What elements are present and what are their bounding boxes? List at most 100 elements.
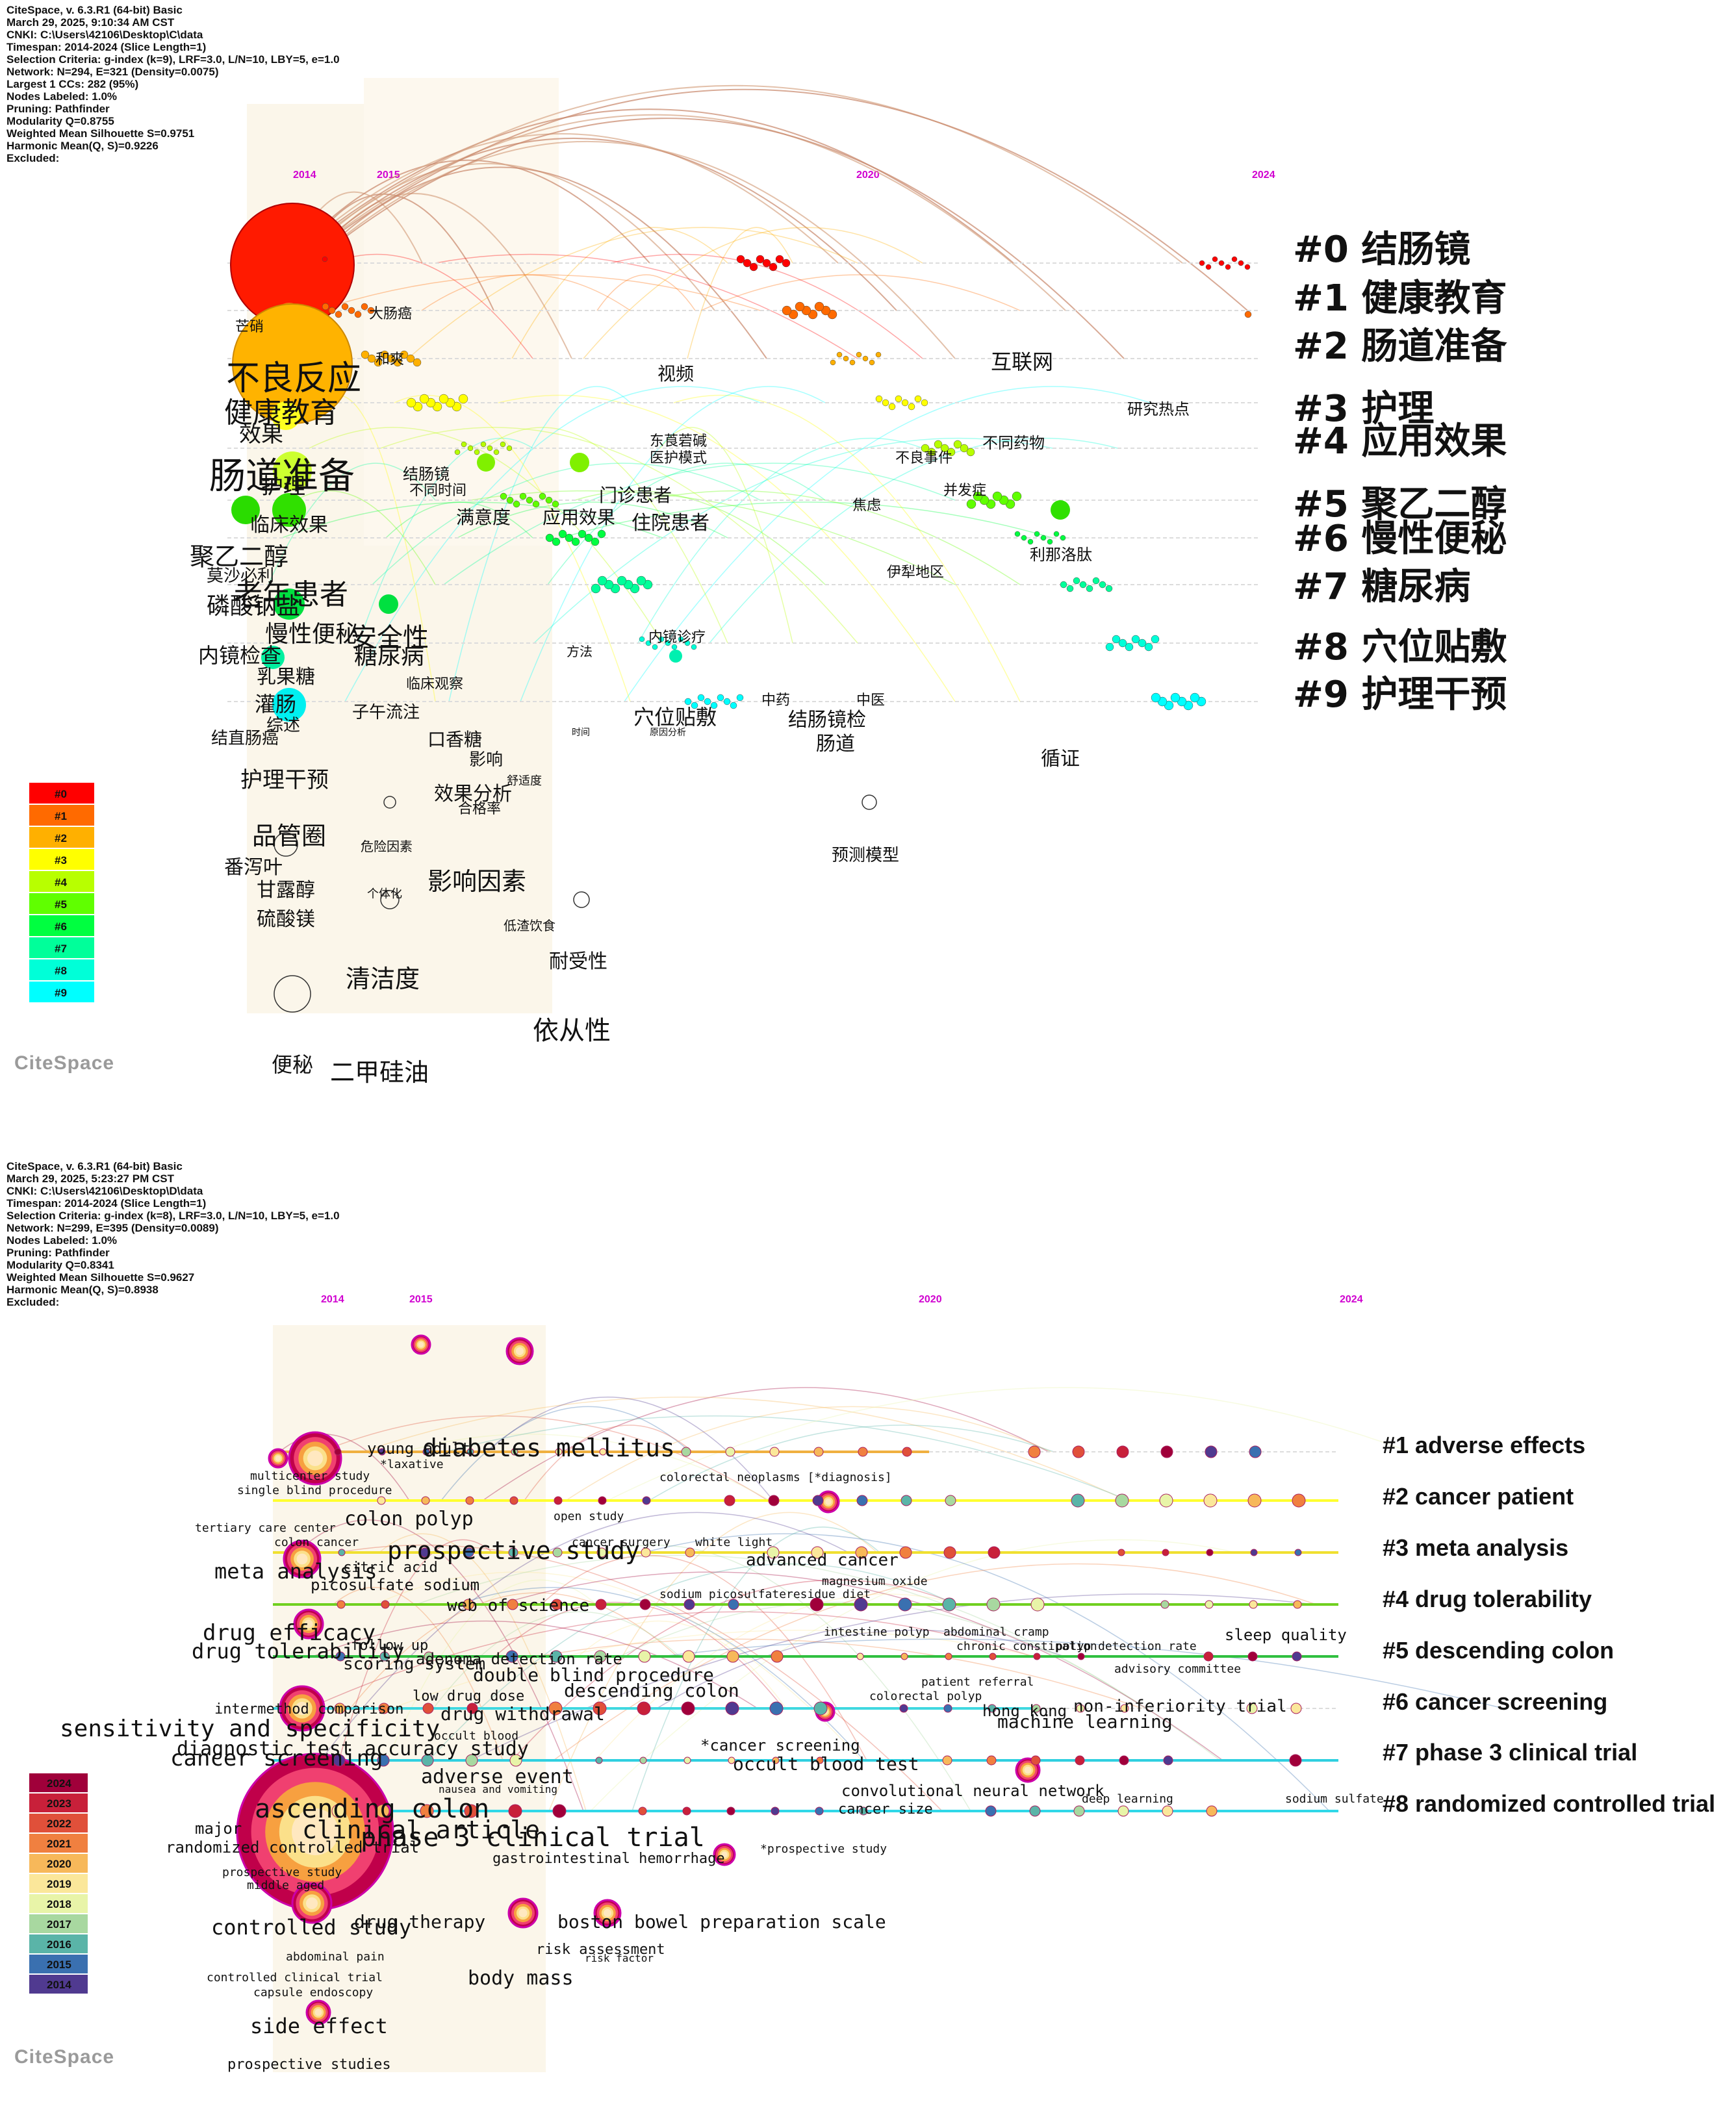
keyword-node[interactable] — [725, 1701, 739, 1716]
keyword-node[interactable] — [1244, 264, 1251, 270]
keyword-node[interactable] — [1205, 1445, 1218, 1458]
keyword-node[interactable] — [682, 1806, 691, 1816]
keyword-node[interactable] — [775, 255, 784, 264]
keyword-node[interactable] — [1151, 692, 1161, 703]
keyword-node[interactable] — [730, 702, 737, 709]
keyword-node[interactable] — [856, 1653, 864, 1660]
keyword-node[interactable] — [1118, 639, 1127, 648]
keyword-node[interactable] — [658, 636, 665, 642]
keyword-node[interactable] — [815, 1806, 824, 1816]
keyword-node[interactable] — [1119, 1755, 1129, 1766]
keyword-node[interactable] — [374, 358, 383, 367]
keyword-node[interactable] — [1247, 1651, 1258, 1662]
keyword-node-major[interactable] — [292, 1808, 338, 1855]
keyword-node[interactable] — [812, 1495, 824, 1506]
keyword-node[interactable] — [354, 311, 362, 318]
keyword-node[interactable] — [505, 1650, 518, 1663]
keyword-node[interactable] — [1170, 692, 1181, 703]
keyword-node[interactable] — [681, 1701, 695, 1716]
keyword-node[interactable] — [461, 441, 467, 448]
keyword-node[interactable] — [334, 1448, 342, 1456]
keyword-node[interactable] — [545, 533, 554, 542]
keyword-node[interactable] — [898, 1597, 912, 1612]
keyword-node[interactable] — [1249, 1445, 1262, 1458]
keyword-node[interactable] — [506, 496, 514, 504]
keyword-node[interactable] — [986, 1597, 1001, 1612]
keyword-node[interactable] — [551, 1599, 563, 1610]
keyword-node[interactable] — [685, 1547, 695, 1558]
keyword-node[interactable] — [466, 1448, 474, 1456]
keyword-node[interactable] — [571, 537, 580, 546]
keyword-node[interactable] — [813, 1701, 828, 1716]
keyword-node[interactable] — [1115, 1493, 1129, 1508]
keyword-node[interactable] — [545, 496, 553, 504]
keyword-node[interactable] — [507, 1599, 518, 1610]
keyword-node[interactable] — [1159, 1493, 1173, 1508]
keyword-node[interactable] — [1225, 264, 1231, 270]
keyword-node[interactable] — [552, 537, 561, 546]
keyword-node[interactable] — [736, 694, 744, 702]
keyword-node[interactable] — [934, 440, 943, 449]
keyword-node[interactable] — [743, 259, 752, 268]
keyword-node[interactable] — [393, 358, 402, 367]
keyword-node[interactable] — [367, 307, 375, 314]
keyword-node[interactable] — [595, 1756, 603, 1764]
keyword-node[interactable] — [772, 1756, 780, 1764]
keyword-node[interactable] — [945, 1495, 956, 1506]
keyword-node[interactable] — [1105, 642, 1114, 652]
keyword-node[interactable] — [1077, 1653, 1085, 1660]
keyword-node[interactable] — [1092, 577, 1100, 585]
keyword-node[interactable] — [500, 492, 507, 500]
keyword-node[interactable] — [942, 1755, 952, 1766]
keyword-node[interactable] — [454, 449, 461, 455]
keyword-node[interactable] — [1206, 1549, 1214, 1556]
keyword-node[interactable] — [782, 305, 792, 316]
keyword-node[interactable] — [333, 1754, 346, 1767]
keyword-node[interactable] — [584, 533, 593, 542]
keyword-node[interactable] — [966, 499, 976, 509]
keyword-node[interactable] — [1105, 585, 1113, 592]
keyword-node[interactable] — [855, 1546, 868, 1559]
keyword-node[interactable] — [639, 1756, 647, 1764]
keyword-node[interactable] — [500, 441, 506, 448]
keyword-node[interactable] — [1162, 1805, 1173, 1817]
keyword-node[interactable] — [1051, 500, 1070, 520]
keyword-node[interactable] — [1032, 1704, 1041, 1713]
keyword-node[interactable] — [854, 1597, 868, 1612]
keyword-node[interactable] — [1247, 1493, 1262, 1508]
keyword-node[interactable] — [638, 1806, 647, 1816]
keyword-node[interactable] — [691, 702, 698, 709]
keyword-node[interactable] — [516, 1347, 524, 1355]
keyword-node[interactable] — [328, 307, 336, 314]
timeline-view-english[interactable]: 2014 2015 2020 2024 diabetes mellitus co… — [0, 1156, 1736, 2104]
keyword-node[interactable] — [1028, 1445, 1041, 1458]
keyword-node[interactable] — [506, 445, 513, 451]
keyword-node[interactable] — [1030, 1755, 1041, 1766]
keyword-node[interactable] — [464, 1804, 478, 1818]
keyword-node[interactable] — [725, 1447, 735, 1457]
keyword-node[interactable] — [597, 529, 606, 539]
keyword-node[interactable] — [724, 1495, 735, 1506]
keyword-node[interactable] — [508, 1547, 518, 1558]
keyword-node[interactable] — [681, 1447, 691, 1457]
keyword-node[interactable] — [518, 1908, 528, 1918]
keyword-node[interactable] — [641, 1547, 651, 1558]
keyword-node[interactable] — [532, 500, 540, 508]
keyword-node[interactable] — [721, 1851, 728, 1858]
keyword-node[interactable] — [726, 1650, 739, 1663]
keyword-node[interactable] — [678, 636, 684, 642]
keyword-node[interactable] — [420, 1804, 434, 1818]
keyword-node[interactable] — [272, 401, 300, 430]
keyword-node[interactable] — [1012, 491, 1022, 501]
keyword-node[interactable] — [1027, 539, 1034, 545]
keyword-node[interactable] — [862, 794, 877, 810]
keyword-node[interactable] — [1075, 1755, 1085, 1766]
keyword-node[interactable] — [900, 1653, 908, 1660]
keyword-node[interactable] — [480, 441, 487, 448]
keyword-node[interactable] — [669, 650, 682, 663]
keyword-node[interactable] — [1205, 1600, 1214, 1609]
keyword-node[interactable] — [1138, 639, 1147, 648]
keyword-node[interactable] — [419, 394, 429, 404]
keyword-node[interactable] — [882, 399, 889, 407]
keyword-node[interactable] — [306, 1897, 318, 1909]
